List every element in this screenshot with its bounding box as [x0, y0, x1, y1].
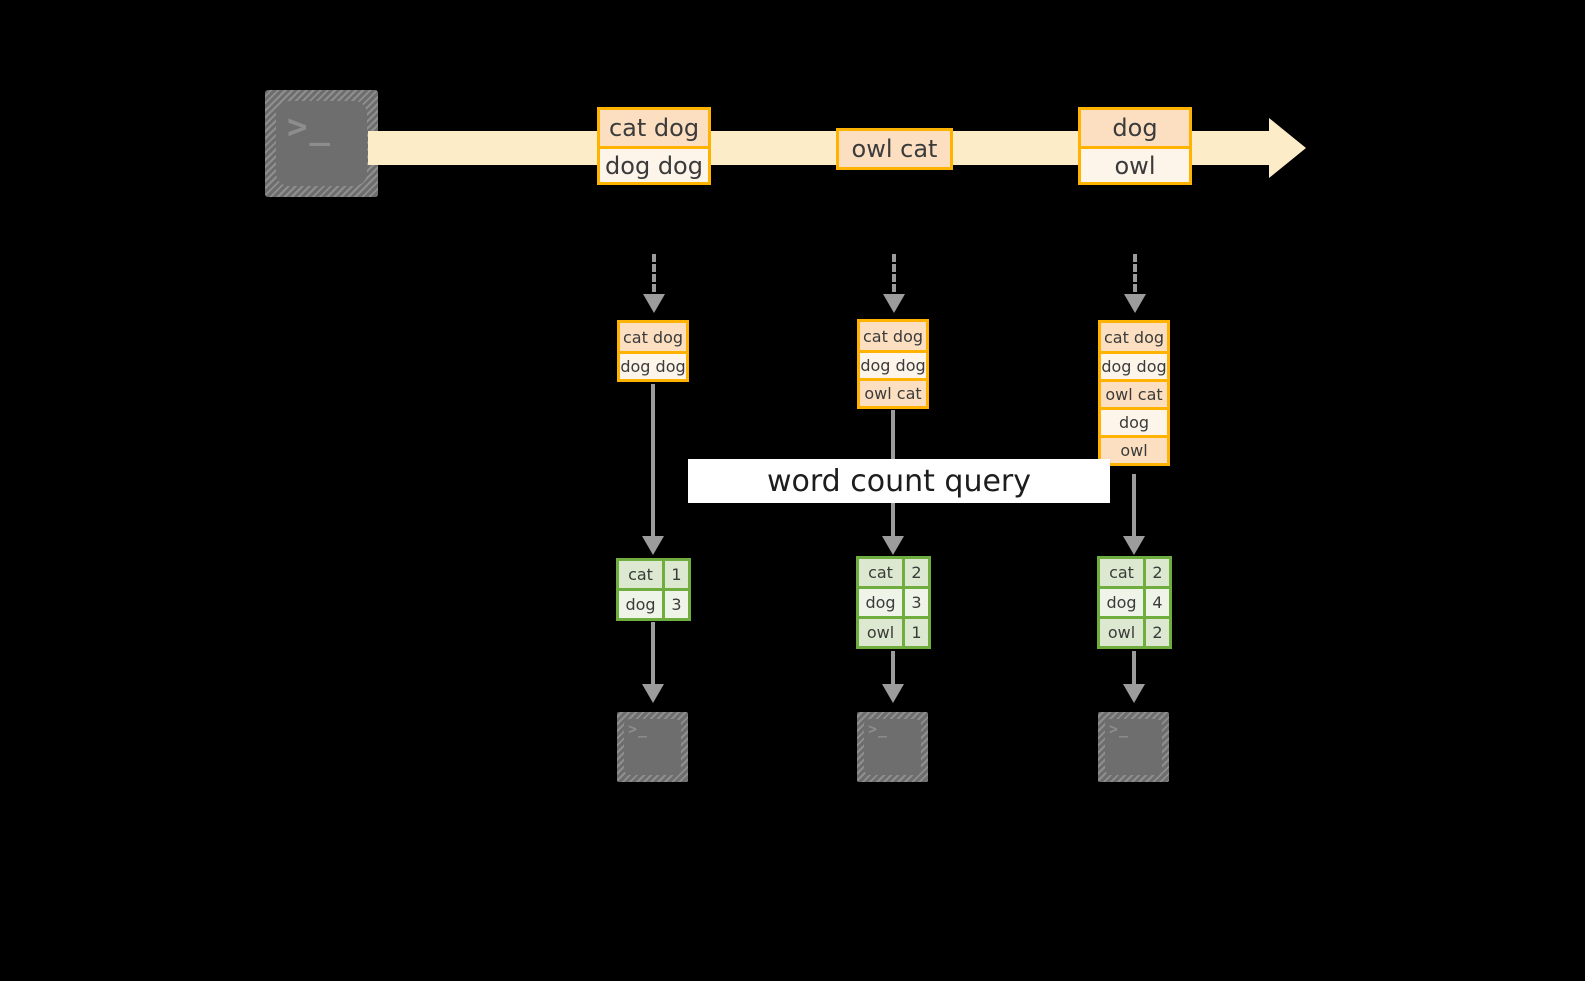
snapshot-line: owl	[1101, 435, 1167, 463]
snapshot-stack: cat dog dog dog owl cat dog owl	[1098, 320, 1170, 466]
result-word: cat	[619, 561, 662, 588]
result-count: 3	[662, 591, 688, 618]
stream-message-line: owl cat	[839, 131, 950, 167]
result-word: dog	[859, 589, 902, 616]
result-count: 4	[1143, 589, 1169, 616]
snapshot-to-result-arrowhead	[882, 536, 904, 555]
snapshot-line: dog dog	[1101, 351, 1167, 379]
result-count: 1	[902, 619, 928, 646]
snapshot-line: dog	[1101, 407, 1167, 435]
result-table: cat 2 dog 3 owl 1	[856, 556, 931, 649]
result-to-sink-connector	[1132, 651, 1136, 686]
snapshot-line: cat dog	[860, 322, 926, 350]
result-to-sink-arrowhead	[642, 684, 664, 703]
terminal-screen	[1105, 719, 1162, 775]
snapshot-to-result-arrowhead	[1123, 536, 1145, 555]
stream-to-snapshot-arrowhead	[643, 294, 665, 313]
sink-terminal-icon: >_	[1098, 712, 1169, 782]
result-word: dog	[1100, 589, 1143, 616]
stream-to-snapshot-connector	[892, 254, 896, 292]
result-count: 1	[662, 561, 688, 588]
terminal-prompt-glyph: >_	[1109, 720, 1130, 738]
snapshot-line: dog dog	[860, 350, 926, 378]
terminal-prompt-glyph: >_	[287, 107, 332, 147]
stream-message: dog owl	[1078, 107, 1192, 185]
stream-to-snapshot-connector	[1133, 254, 1137, 292]
result-word: dog	[619, 591, 662, 618]
stream-message-line: cat dog	[600, 110, 708, 146]
result-word: owl	[1100, 619, 1143, 646]
table-row: owl 1	[859, 616, 928, 646]
stream-to-snapshot-connector	[652, 254, 656, 292]
table-row: owl 2	[1100, 616, 1169, 646]
result-to-sink-arrowhead	[882, 684, 904, 703]
result-table: cat 2 dog 4 owl 2	[1097, 556, 1172, 649]
snapshot-line: owl cat	[1101, 379, 1167, 407]
terminal-prompt-glyph: >_	[868, 720, 889, 738]
snapshot-to-result-connector	[1132, 474, 1136, 538]
terminal-screen	[864, 719, 921, 775]
snapshot-stack: cat dog dog dog owl cat	[857, 319, 929, 409]
sink-terminal-icon: >_	[857, 712, 928, 782]
table-row: cat 2	[859, 559, 928, 586]
result-count: 3	[902, 589, 928, 616]
query-label: word count query	[688, 459, 1110, 503]
snapshot-line: owl cat	[860, 378, 926, 406]
result-count: 2	[902, 559, 928, 586]
table-row: cat 1	[619, 561, 688, 588]
snapshot-to-result-arrowhead	[642, 536, 664, 555]
result-to-sink-connector	[891, 651, 895, 686]
stream-to-snapshot-arrowhead	[883, 294, 905, 313]
result-to-sink-arrowhead	[1123, 684, 1145, 703]
result-count: 2	[1143, 619, 1169, 646]
query-label-text: word count query	[766, 463, 1032, 499]
snapshot-line: cat dog	[620, 323, 686, 351]
stream-arrowhead	[1269, 118, 1306, 178]
terminal-screen	[624, 719, 681, 775]
stream-message-line: dog	[1081, 110, 1189, 146]
snapshot-stack: cat dog dog dog	[617, 320, 689, 382]
table-row: dog 3	[859, 586, 928, 616]
stream-to-snapshot-arrowhead	[1124, 294, 1146, 313]
terminal-screen	[276, 101, 367, 186]
result-count: 2	[1143, 559, 1169, 586]
result-word: cat	[859, 559, 902, 586]
result-to-sink-connector	[651, 622, 655, 686]
sink-terminal-icon: >_	[617, 712, 688, 782]
snapshot-to-result-connector	[651, 384, 655, 538]
source-terminal-icon: >_	[265, 90, 378, 197]
table-row: cat 2	[1100, 559, 1169, 586]
stream-message: owl cat	[836, 128, 953, 170]
stream-message-line: dog dog	[600, 146, 708, 182]
snapshot-line: cat dog	[1101, 323, 1167, 351]
result-table: cat 1 dog 3	[616, 558, 691, 621]
result-word: cat	[1100, 559, 1143, 586]
table-row: dog 3	[619, 588, 688, 618]
stream-message: cat dog dog dog	[597, 107, 711, 185]
result-word: owl	[859, 619, 902, 646]
table-row: dog 4	[1100, 586, 1169, 616]
terminal-prompt-glyph: >_	[628, 720, 649, 738]
snapshot-line: dog dog	[620, 351, 686, 379]
stream-message-line: owl	[1081, 146, 1189, 182]
